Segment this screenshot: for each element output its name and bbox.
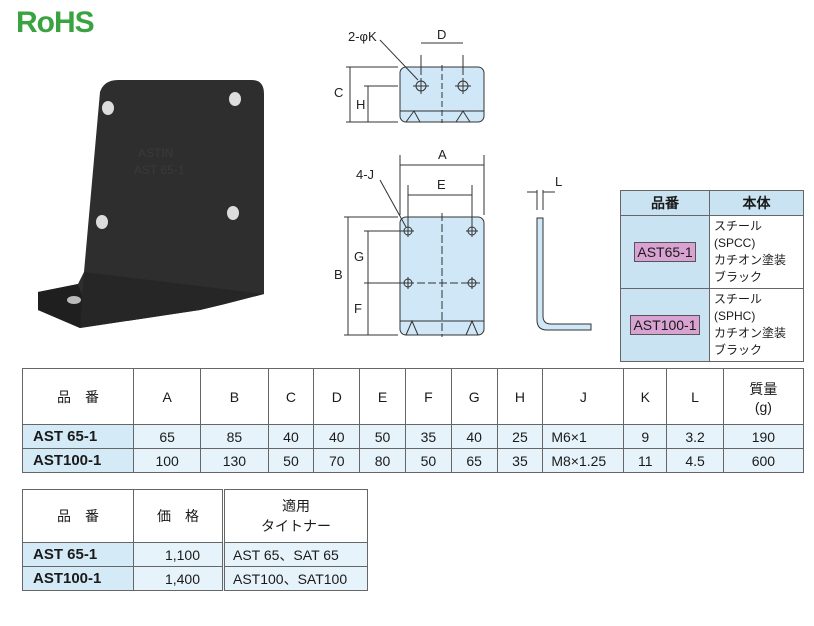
- spec-cell: 65: [450, 448, 498, 473]
- spec-cell: 80: [359, 448, 406, 473]
- spec-cell: 100: [132, 448, 202, 473]
- label-b: B: [334, 267, 343, 282]
- spec-cell: M6×1: [542, 424, 625, 449]
- label-2-phi-k: 2-φK: [348, 29, 377, 44]
- front-view-drawing: A E 4-J B G F: [334, 147, 485, 337]
- price-model: AST 65-1: [22, 542, 134, 567]
- material-header-body: 本体: [709, 190, 804, 216]
- spec-table: 品 番 A B C D E F G H J K L 質量(g) AST 65-1…: [22, 368, 805, 473]
- material-desc: ブラック: [714, 270, 763, 284]
- label-e: E: [437, 177, 446, 192]
- spec-cell: 85: [200, 424, 269, 449]
- spec-cell: 25: [496, 424, 544, 449]
- spec-header-model: 品 番: [22, 368, 134, 425]
- svg-text:ASTIN: ASTIN: [138, 146, 173, 160]
- spec-cell: 50: [267, 448, 315, 473]
- label-a: A: [438, 147, 447, 162]
- material-desc: ブラック: [714, 343, 763, 357]
- material-header-model: 品番: [620, 190, 710, 216]
- top-view-drawing: 2-φK D C H: [334, 27, 485, 123]
- price-header-timer: 適用タイトナー: [222, 489, 368, 543]
- product-photo: ASTIN AST 65-1: [38, 80, 264, 328]
- price-value: 1,100: [133, 542, 224, 567]
- spec-cell: 4.5: [666, 448, 724, 473]
- spec-header: B: [200, 368, 269, 425]
- spec-cell: AST 65-1: [22, 424, 134, 449]
- material-model: AST100-1: [630, 315, 700, 335]
- spec-cell: 130: [200, 448, 269, 473]
- spec-cell: 65: [132, 424, 202, 449]
- label-h: H: [356, 97, 365, 112]
- label-d: D: [437, 27, 446, 42]
- price-model: AST100-1: [22, 566, 134, 591]
- side-view-drawing: L: [527, 174, 592, 331]
- spec-header: G: [450, 368, 498, 425]
- material-desc: スチール(SPHC): [714, 292, 763, 323]
- label-4-j: 4-J: [356, 167, 374, 182]
- material-model: AST65-1: [634, 242, 696, 262]
- spec-cell: 35: [404, 424, 452, 449]
- spec-header: L: [666, 368, 724, 425]
- spec-cell: 190: [722, 424, 805, 449]
- spec-header: E: [359, 368, 406, 425]
- spec-header: F: [404, 368, 452, 425]
- spec-header: C: [267, 368, 315, 425]
- spec-cell: 40: [450, 424, 498, 449]
- material-table: 品番 本体 AST65-1 スチール(SPCC) カチオン塗装 ブラック AST…: [620, 190, 804, 362]
- spec-cell: 50: [404, 448, 452, 473]
- spec-header: A: [132, 368, 202, 425]
- price-table: 品 番 価 格 適用タイトナー AST 65-1 1,100 AST 65、SA…: [22, 489, 368, 591]
- material-row: AST100-1 スチール(SPHC) カチオン塗装 ブラック: [620, 288, 804, 362]
- spec-header: K: [623, 368, 668, 425]
- spec-cell: 600: [722, 448, 805, 473]
- svg-text:AST 65-1: AST 65-1: [134, 163, 185, 177]
- spec-cell: 50: [359, 424, 406, 449]
- spec-header-mass: 質量(g): [722, 368, 805, 425]
- price-row: AST100-1 1,400 AST100、SAT100: [22, 566, 368, 591]
- spec-cell: 35: [496, 448, 544, 473]
- spec-cell: 40: [313, 424, 361, 449]
- spec-cell: 70: [313, 448, 361, 473]
- spec-row: AST 65-1 65 85 40 40 50 35 40 25 M6×1 9 …: [22, 424, 805, 449]
- spec-header: D: [313, 368, 361, 425]
- label-g: G: [354, 249, 364, 264]
- price-row: AST 65-1 1,100 AST 65、SAT 65: [22, 542, 368, 567]
- price-header-model: 品 番: [22, 489, 134, 543]
- price-timer: AST 65、SAT 65: [222, 542, 368, 567]
- spec-cell: 11: [623, 448, 668, 473]
- spec-cell: 40: [267, 424, 315, 449]
- price-timer: AST100、SAT100: [222, 566, 368, 591]
- price-value: 1,400: [133, 566, 224, 591]
- material-desc: カチオン塗装: [714, 326, 787, 340]
- spec-cell: M8×1.25: [542, 448, 625, 473]
- spec-row: AST100-1 100 130 50 70 80 50 65 35 M8×1.…: [22, 448, 805, 473]
- label-c: C: [334, 85, 343, 100]
- spec-header: H: [496, 368, 544, 425]
- rohs-logo: RoHS: [16, 6, 95, 39]
- material-row: AST65-1 スチール(SPCC) カチオン塗装 ブラック: [620, 215, 804, 289]
- spec-cell: 9: [623, 424, 668, 449]
- material-desc: スチール(SPCC): [714, 219, 763, 250]
- material-desc: カチオン塗装: [714, 253, 787, 267]
- label-f: F: [354, 301, 362, 316]
- spec-header: J: [542, 368, 625, 425]
- spec-cell: 3.2: [666, 424, 724, 449]
- spec-cell: AST100-1: [22, 448, 134, 473]
- label-l: L: [555, 174, 562, 189]
- price-header-price: 価 格: [133, 489, 224, 543]
